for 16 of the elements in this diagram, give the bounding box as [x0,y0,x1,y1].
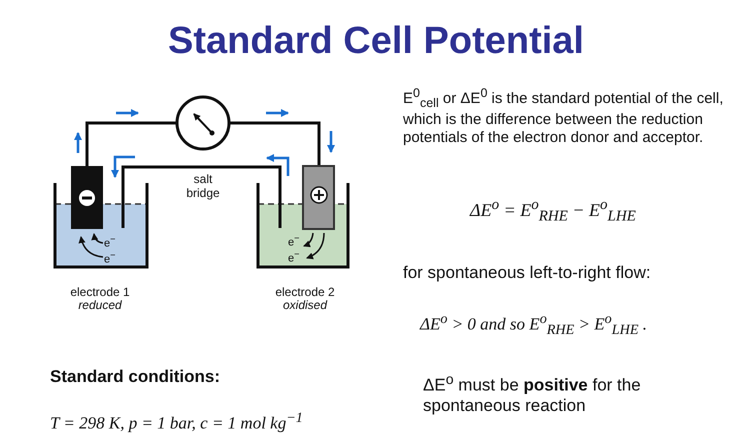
slide-title: Standard Cell Potential [167,20,585,63]
electron-label: e$^{−}$ [288,233,300,250]
definition-text: E$^{0}$$_{cell}$ or ΔE$^{0}$ is the standard potential of the cell, which is the difference between the reduction potentials of the electron donor and acceptor. [403,86,724,147]
electron-label: e$^{−}$ [104,250,116,267]
electrode-label: electrode 1 [69,285,131,300]
electrode-label: electrode 2 [274,285,336,300]
electron-label: e$^{−}$ [104,234,116,251]
salt-bridge-label: salt bridge [185,172,221,201]
conclusion-text: ΔE$^{o}$ must be positive for the spontaneous reaction [423,372,642,416]
conditions-equation: T = 298 K, p = 1 bar, c = 1 mol kg$^{−1}$ [50,410,304,434]
electrode-state-label: oxidised [282,298,328,312]
section-heading: Standard conditions: [50,367,221,388]
inequality: ΔE$^{o}$ > 0 and so E$^{o}$$_{RHE}$ > E$^{o}$$_{LHE}$ . [420,311,648,340]
electron-label: e$^{−}$ [288,249,300,266]
condition-text: for spontaneous left-to-right flow: [403,263,652,284]
electrode-state-label: reduced [77,298,123,312]
